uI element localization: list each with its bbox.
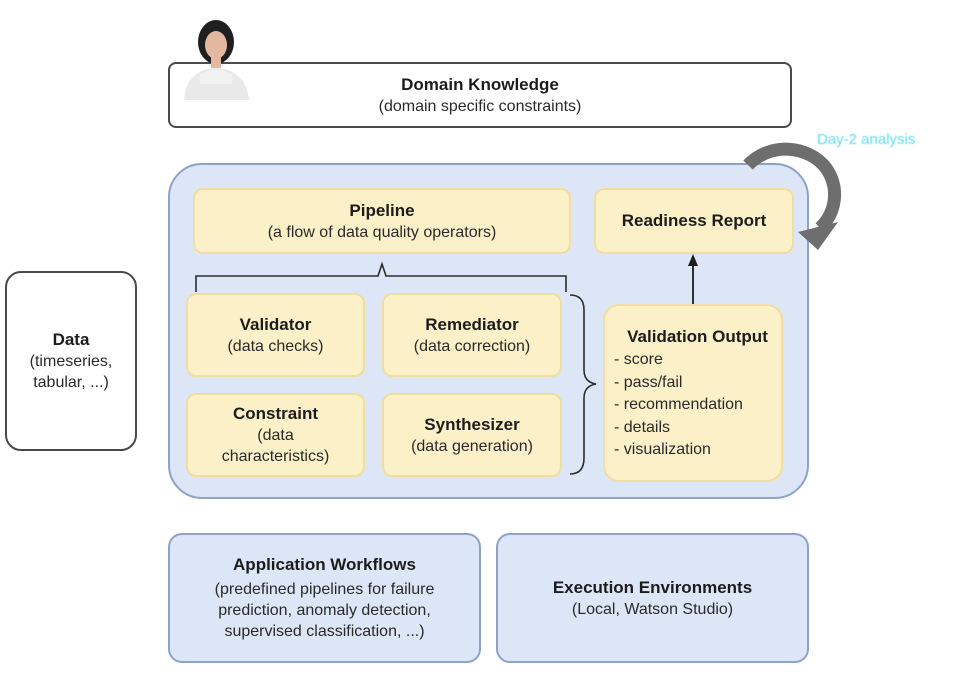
validator-box: Validator (data checks) <box>186 293 365 377</box>
validation-item: - visualization <box>614 441 711 458</box>
validation-output-box: Validation Output - score - pass/fail - … <box>603 304 783 482</box>
domain-knowledge-subtitle: (domain specific constraints) <box>378 97 582 115</box>
constraint-box: Constraint (data characteristics) <box>186 393 365 477</box>
workflows-line2: prediction, anomaly detection, <box>218 602 431 619</box>
validation-output-list: - score - pass/fail - recommendation - d… <box>614 349 743 462</box>
readiness-report-title: Readiness Report <box>621 211 767 230</box>
validator-subtitle: (data checks) <box>227 337 324 355</box>
pipeline-subtitle: (a flow of data quality operators) <box>267 223 497 241</box>
execution-subtitle: (Local, Watson Studio) <box>571 600 734 618</box>
data-subtitle-line2: tabular, ...) <box>33 374 109 391</box>
remediator-box: Remediator (data correction) <box>382 293 562 377</box>
remediator-title: Remediator <box>425 314 519 334</box>
execution-title: Execution Environments <box>552 577 753 597</box>
validation-item: - pass/fail <box>614 373 683 391</box>
day2-analysis-label: Day-2 analysis <box>817 131 916 148</box>
constraint-subtitle-line2: characteristics) <box>221 448 330 465</box>
workflows-title: Application Workflows <box>233 555 416 574</box>
workflows-line3: supervised classification, ...) <box>224 623 425 640</box>
domain-knowledge-box: Domain Knowledge (domain specific constr… <box>168 62 792 128</box>
validation-item: - details <box>614 418 671 436</box>
constraint-title: Constraint <box>233 404 318 423</box>
validation-item: - score <box>614 351 663 368</box>
synthesizer-box: Synthesizer (data generation) <box>382 393 562 477</box>
data-subtitle-line1: (timeseries, <box>29 353 113 370</box>
pipeline-box: Pipeline (a flow of data quality operato… <box>193 188 571 254</box>
application-workflows-box: Application Workflows (predefined pipeli… <box>168 533 481 663</box>
data-box: Data (timeseries, tabular, ...) <box>5 271 137 451</box>
validation-output-title: Validation Output <box>627 327 768 346</box>
execution-environments-box: Execution Environments (Local, Watson St… <box>496 533 809 663</box>
data-title: Data <box>52 330 90 349</box>
domain-knowledge-title: Domain Knowledge <box>401 74 559 94</box>
validation-item: - recommendation <box>614 396 743 413</box>
remediator-subtitle: (data correction) <box>413 337 531 355</box>
workflows-line1: (predefined pipelines for failure <box>214 581 435 598</box>
readiness-report-box: Readiness Report <box>594 188 794 254</box>
synthesizer-subtitle: (data generation) <box>411 437 533 455</box>
synthesizer-title: Synthesizer <box>424 414 520 434</box>
constraint-subtitle-line1: (data <box>257 427 294 444</box>
pipeline-title: Pipeline <box>349 200 415 220</box>
validator-title: Validator <box>239 314 312 334</box>
